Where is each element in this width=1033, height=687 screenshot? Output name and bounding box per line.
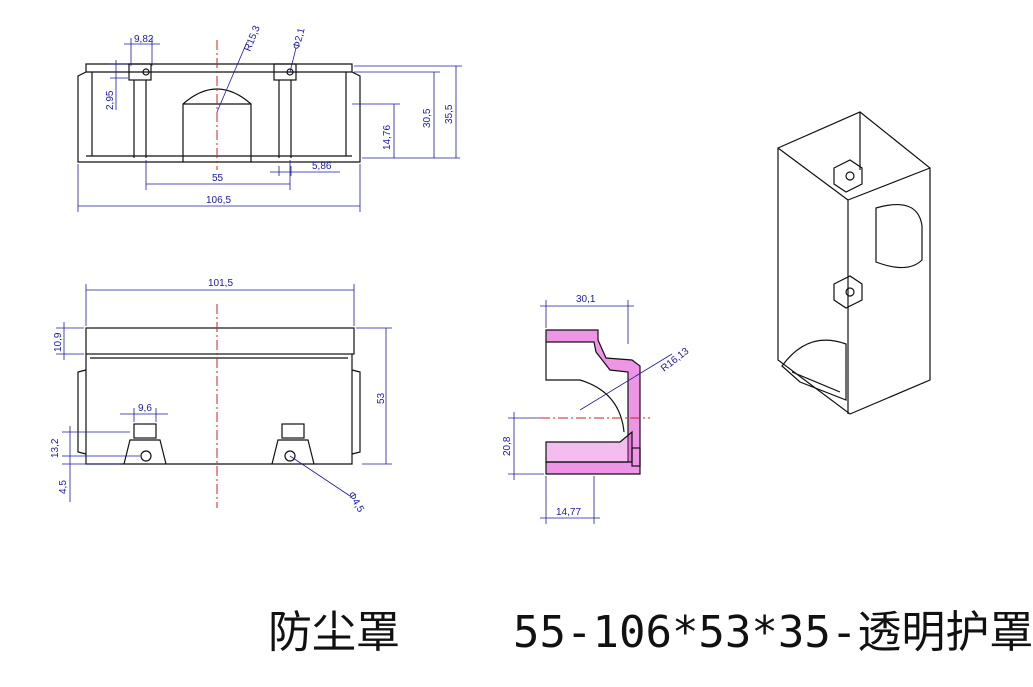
dim-section-width: 30,1: [576, 294, 596, 305]
dim-tab-width: 9,6: [138, 403, 152, 414]
bottom-dimensions: [56, 284, 392, 502]
drawing-caption: 防尘罩 55-106*53*35-透明护罩: [268, 596, 1033, 666]
dim-hole-diameter: Φ2,1: [291, 26, 307, 50]
dim-base-length: 14,77: [556, 507, 581, 518]
caption-spec: 55-106*53*35-透明护罩: [513, 607, 1033, 658]
dim-overall-width: 106,5: [206, 195, 231, 206]
caption-name: 防尘罩: [268, 607, 400, 658]
front-view: [77, 63, 361, 163]
dim-opening-height: 20,8: [502, 436, 513, 456]
front-dimensions: [77, 38, 462, 212]
dim-slot-width: 5,86: [312, 161, 332, 172]
dim-overall-height: 35,5: [444, 104, 455, 124]
dim-arch-height: 14,76: [382, 125, 393, 150]
dim-hole-offset: 4,5: [58, 480, 69, 494]
dim-arch-radius: R15,3: [243, 24, 263, 53]
dim-inner-height: 30,5: [422, 108, 433, 128]
bottom-view: [77, 327, 361, 465]
dim-tab-offset: 13,2: [50, 438, 61, 458]
isometric-view: [777, 111, 931, 415]
dim-mount-hole: Φ4,5: [345, 490, 366, 515]
dim-overall-depth: 53: [376, 392, 387, 404]
technical-drawing: 9,82 R15,3 Φ2,1 2,95 55 5,86 106,5 14,76…: [50, 24, 931, 524]
section-dimensions: [508, 300, 673, 524]
dim-top-band: 10,9: [53, 332, 64, 352]
dim-center-distance: 55: [212, 173, 224, 184]
dim-tab-height: 2,95: [105, 90, 116, 110]
section-view: [545, 329, 641, 475]
dim-top-width: 101,5: [208, 278, 233, 289]
dim-section-radius: R16,13: [659, 346, 692, 375]
dim-hole-spacing: 9,82: [134, 34, 154, 45]
